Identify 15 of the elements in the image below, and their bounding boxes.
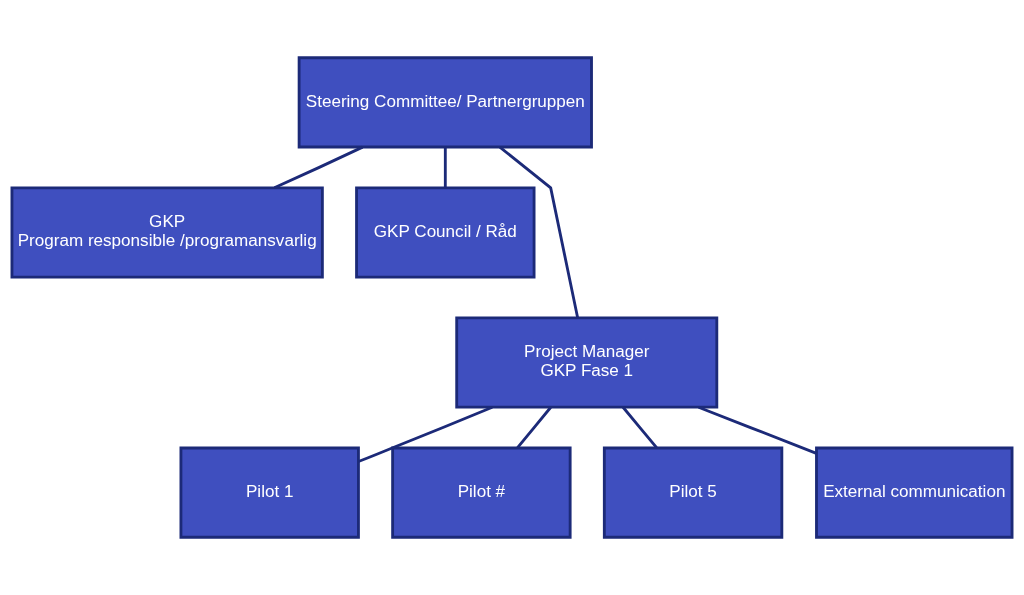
connector: [498, 145, 580, 319]
node-box: GKP Program responsible /programansvarlig: [10, 186, 324, 279]
node-box: Pilot #: [391, 446, 572, 539]
connector: [621, 406, 658, 449]
connector: [273, 145, 364, 190]
node-box: External communication: [815, 446, 1014, 539]
connector: [443, 147, 447, 188]
connector: [698, 405, 817, 455]
node-box: Pilot 1: [179, 446, 360, 539]
node-box: Project Manager GKP Fase 1: [455, 316, 719, 409]
connector: [358, 405, 493, 463]
node-box: GKP Council / Råd: [355, 186, 536, 279]
connector: [516, 406, 552, 449]
node-box: Steering Committee/ Partnergruppen: [297, 56, 593, 149]
node-box: Pilot 5: [602, 446, 784, 539]
